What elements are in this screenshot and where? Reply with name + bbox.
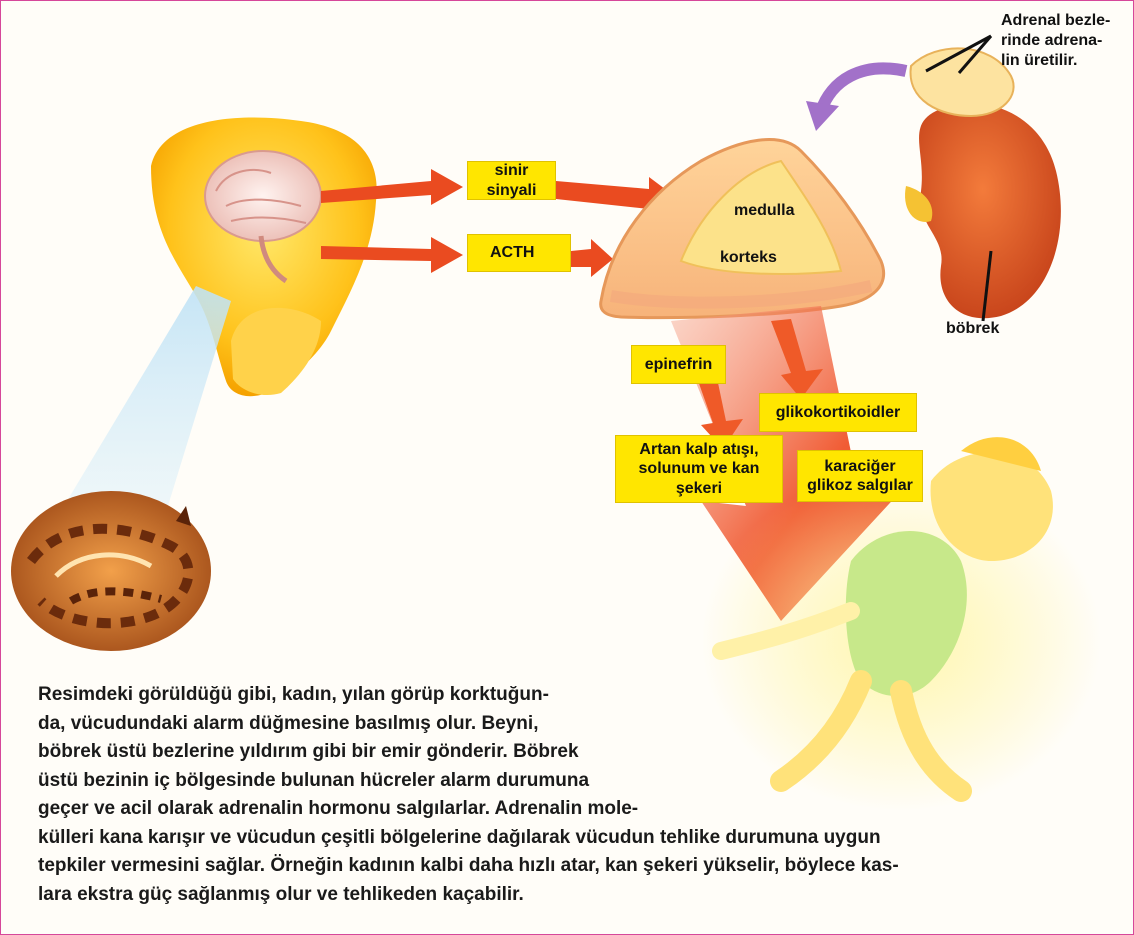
adrenal-gland — [601, 140, 884, 318]
kidney — [905, 48, 1061, 318]
label-glikokortikoidler: glikokortikoidler — [759, 393, 917, 432]
paragraph-line: külleri kana karışır ve vücudun çeşitli … — [38, 824, 1098, 853]
label-artan-kalp: Artan kalp atışı, solunum ve kan şekeri — [615, 435, 783, 503]
label-acth: ACTH — [467, 234, 571, 272]
paragraph-line: tepkiler vermesini sağlar. Örneğin kadın… — [38, 852, 1098, 881]
adrenaline-source-arrow — [821, 68, 906, 111]
paragraph-line: Resimdeki görüldüğü gibi, kadın, yılan g… — [38, 681, 1098, 710]
paragraph-line: lara ekstra güç sağlanmış olur ve tehlik… — [38, 881, 1098, 910]
snake-image — [11, 491, 211, 651]
label-medulla: medulla — [734, 201, 794, 220]
label-karaciger: karaciğer glikoz salgılar — [797, 450, 923, 502]
paragraph-line: da, vücudundaki alarm düğmesine basılmış… — [38, 710, 1098, 739]
label-sinir-sinyali: sinir sinyali — [467, 161, 556, 200]
explanation-paragraph: Resimdeki görüldüğü gibi, kadın, yılan g… — [38, 681, 1098, 909]
paragraph-line: geçer ve acil olarak adrenalin hormonu s… — [38, 795, 1098, 824]
label-adrenal-note: Adrenal bezle- rinde adrena- lin üretili… — [1001, 11, 1126, 71]
label-bobrek: böbrek — [946, 319, 999, 338]
acth-to-gland-arrow — [571, 239, 613, 277]
paragraph-line: böbrek üstü bezlerine yıldırım gibi bir … — [38, 738, 1098, 767]
paragraph-line: üstü bezinin iç bölgesinde bulunan hücre… — [38, 767, 1098, 796]
label-epinefrin: epinefrin — [631, 345, 726, 384]
label-korteks: korteks — [720, 248, 777, 267]
